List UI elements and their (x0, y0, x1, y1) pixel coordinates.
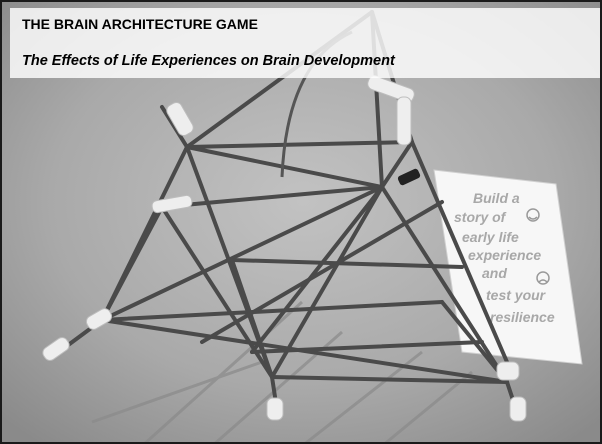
card-line-5: and (482, 265, 507, 281)
card-line-1: Build a (473, 190, 520, 206)
straw-structure (50, 10, 519, 414)
black-clip (397, 168, 421, 186)
card-line-2: story of (454, 209, 507, 225)
slide-subtitle: The Effects of Life Experiences on Brain… (22, 53, 395, 69)
smiley-icon (526, 208, 540, 222)
story-card: Build a story of early life experience a… (433, 169, 583, 365)
card-line-4: experience (468, 247, 541, 263)
card-line-3: early life (462, 229, 519, 245)
title-banner (10, 8, 600, 78)
pipe-cleaner-connectors (42, 75, 527, 422)
card-line-6: test your (486, 287, 547, 303)
card-line-7: resilience (490, 309, 555, 325)
slide-title: THE BRAIN ARCHITECTURE GAME (22, 16, 258, 32)
structure-shadow (91, 300, 473, 442)
frown-icon (536, 271, 550, 285)
